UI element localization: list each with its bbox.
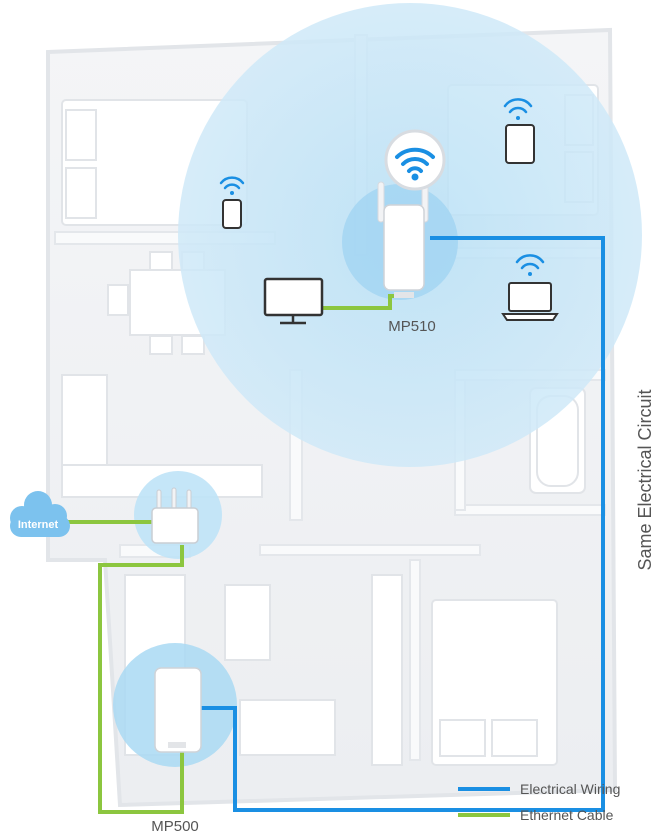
phone-icon bbox=[219, 176, 245, 229]
legend-label-electrical: Electrical Wiring bbox=[520, 781, 620, 797]
internet-label: Internet bbox=[18, 519, 59, 531]
laptop-icon bbox=[501, 254, 559, 321]
same-electrical-circuit-label: Same Electrical Circuit bbox=[635, 389, 655, 570]
router-icon bbox=[151, 487, 199, 544]
mp510-wifi-badge bbox=[384, 129, 446, 191]
mp500-label: MP500 bbox=[151, 818, 199, 833]
legend: Electrical Wiring Ethernet Cable bbox=[458, 781, 620, 823]
legend-label-ethernet: Ethernet Cable bbox=[520, 807, 614, 823]
mp510-device bbox=[377, 181, 429, 298]
tablet-icon bbox=[503, 98, 535, 164]
wifi-icon bbox=[395, 147, 435, 173]
mp510-label: MP510 bbox=[388, 318, 436, 335]
mp500-device bbox=[154, 667, 202, 753]
electrical-wiring bbox=[200, 236, 605, 812]
ethernet-cable-router-mp500 bbox=[98, 545, 184, 814]
monitor-icon bbox=[263, 277, 324, 325]
cloud-icon bbox=[10, 491, 70, 537]
